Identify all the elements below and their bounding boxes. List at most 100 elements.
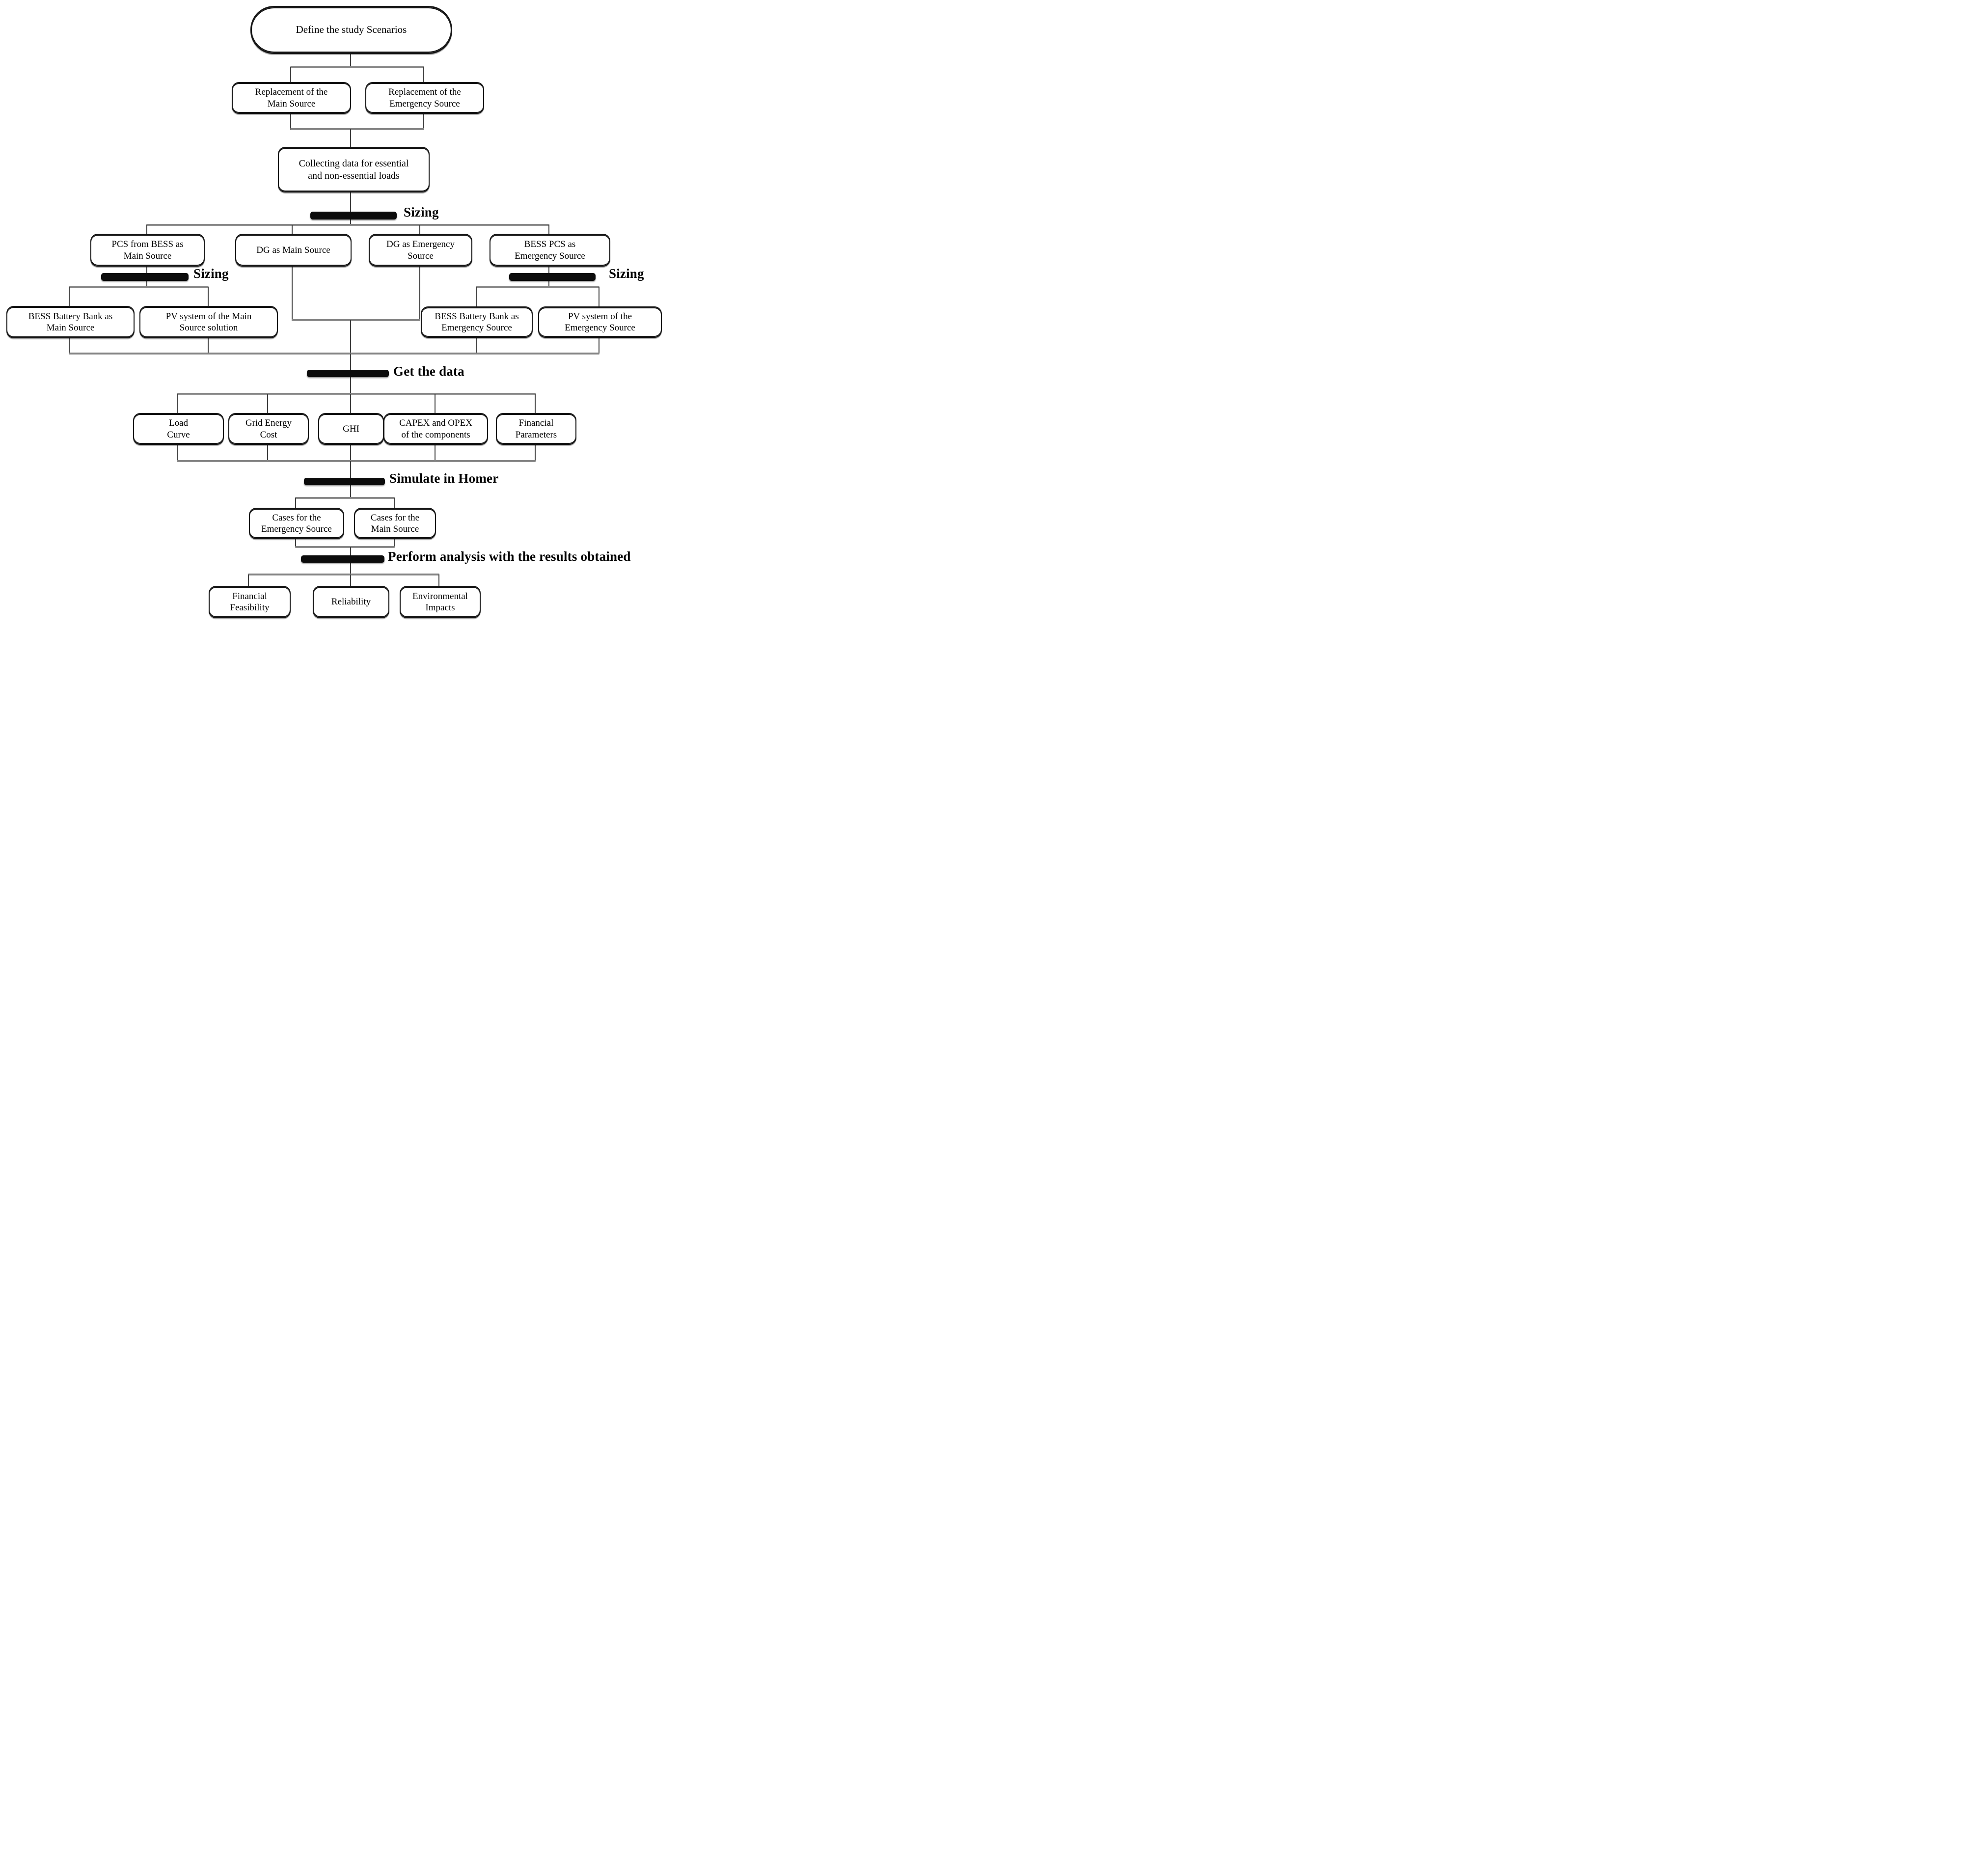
process-bar-get-data [307, 370, 389, 377]
connector-line [350, 575, 351, 586]
connector-line [476, 286, 599, 288]
process-bar-sizing-right [509, 273, 596, 281]
process-label-get-data: Get the data [393, 364, 464, 379]
node-dg-main-source: DG as Main Source [235, 234, 352, 267]
node-label: Cases for the Emergency Source [261, 512, 332, 534]
node-define-study-scenarios: Define the study Scenarios [250, 6, 452, 54]
connector-line [177, 394, 178, 413]
process-bar-sizing-top [310, 212, 397, 219]
node-label: Environmental Impacts [412, 591, 468, 613]
node-label: PV system of the Main Source solution [165, 311, 252, 333]
connector-line [290, 112, 291, 130]
node-bess-pcs-emergency-source: BESS PCS as Emergency Source [490, 234, 610, 267]
node-label: Collecting data for essential and non-es… [299, 158, 409, 181]
connector-line [69, 353, 599, 354]
connector-line [248, 575, 249, 586]
connector-line [290, 67, 291, 82]
node-bess-battery-bank-main-source: BESS Battery Bank as Main Source [6, 306, 135, 338]
connector-line [177, 460, 536, 462]
node-pv-system-main-source: PV system of the Main Source solution [139, 306, 278, 338]
node-cases-main-source: Cases for the Main Source [354, 508, 436, 539]
connector-line [177, 393, 536, 394]
connector-line [69, 286, 209, 288]
connector-line [69, 336, 70, 354]
connector-line [146, 224, 549, 225]
connector-line [419, 265, 420, 321]
node-pv-system-emergency-source: PV system of the Emergency Source [538, 306, 662, 338]
connector-line [535, 394, 536, 413]
connector-line [267, 443, 268, 461]
node-environmental-impacts: Environmental Impacts [400, 586, 481, 618]
node-collecting-data: Collecting data for essential and non-es… [278, 147, 430, 192]
connector-line [350, 191, 351, 225]
node-label: Financial Feasibility [230, 591, 270, 613]
connector-line [295, 497, 395, 498]
connector-line [69, 287, 70, 306]
node-label: Grid Energy Cost [245, 418, 292, 440]
node-financial-feasibility: Financial Feasibility [209, 586, 291, 618]
connector-line [423, 112, 424, 130]
node-bess-battery-bank-emergency-source: BESS Battery Bank as Emergency Source [421, 306, 533, 338]
node-grid-energy-cost: Grid Energy Cost [228, 413, 309, 445]
process-bar-simulate [304, 478, 385, 485]
flowchart-canvas: Sizing Sizing Sizing Get the data Simula… [0, 0, 663, 622]
connector-line [476, 287, 477, 306]
process-bar-perform-analysis [301, 555, 384, 563]
connector-line [435, 394, 436, 413]
process-label-perform-analysis: Perform analysis with the results obtain… [388, 549, 631, 564]
node-load-curve: Load Curve [133, 413, 224, 445]
connector-line [295, 538, 296, 547]
process-label-sizing-left: Sizing [193, 266, 229, 281]
connector-line [292, 319, 420, 321]
connector-line [423, 67, 424, 82]
node-label: Cases for the Main Source [370, 512, 420, 534]
node-label: BESS Battery Bank as Main Source [28, 311, 113, 333]
connector-line [350, 52, 351, 67]
process-label-sizing-top: Sizing [404, 205, 439, 219]
connector-line [394, 498, 395, 508]
connector-line [208, 287, 209, 306]
node-label: Replacement of the Main Source [255, 87, 328, 109]
connector-line [394, 538, 395, 547]
node-replacement-emergency-source: Replacement of the Emergency Source [365, 82, 484, 114]
connector-line [248, 574, 439, 575]
connector-line [476, 336, 477, 354]
connector-line [177, 443, 178, 461]
node-label: PCS from BESS as Main Source [111, 239, 184, 261]
connector-line [350, 443, 351, 461]
node-label: BESS Battery Bank as Emergency Source [435, 311, 519, 333]
connector-line [295, 546, 395, 548]
connector-line [350, 394, 351, 413]
process-label-simulate: Simulate in Homer [389, 471, 499, 486]
connector-line [350, 320, 351, 354]
connector-line [292, 265, 293, 321]
node-label: CAPEX and OPEX of the components [399, 418, 472, 440]
node-financial-parameters: Financial Parameters [496, 413, 576, 445]
connector-line [435, 443, 436, 461]
connector-line [548, 225, 549, 234]
node-label: BESS PCS as Emergency Source [515, 239, 585, 261]
node-label: GHI [343, 423, 359, 434]
node-replacement-main-source: Replacement of the Main Source [232, 82, 351, 114]
connector-line [208, 336, 209, 354]
connector-line [290, 128, 424, 130]
connector-line [267, 394, 268, 413]
node-label: Replacement of the Emergency Source [388, 87, 461, 109]
process-bar-sizing-left [101, 273, 189, 281]
node-pcs-from-bess-main-source: PCS from BESS as Main Source [90, 234, 205, 267]
node-label: Financial Parameters [515, 418, 557, 440]
connector-line [350, 129, 351, 147]
connector-line [290, 66, 424, 68]
node-ghi: GHI [318, 413, 384, 445]
connector-line [438, 575, 439, 586]
node-label: PV system of the Emergency Source [565, 311, 635, 333]
node-cases-emergency-source: Cases for the Emergency Source [249, 508, 344, 539]
node-label: Define the study Scenarios [296, 24, 407, 36]
node-label: Reliability [331, 597, 371, 607]
node-label: Load Curve [167, 418, 190, 440]
node-label: DG as Emergency Source [386, 239, 455, 261]
node-reliability: Reliability [313, 586, 389, 618]
connector-line [295, 498, 296, 508]
connector-line [292, 225, 293, 234]
connector-line [419, 225, 420, 234]
